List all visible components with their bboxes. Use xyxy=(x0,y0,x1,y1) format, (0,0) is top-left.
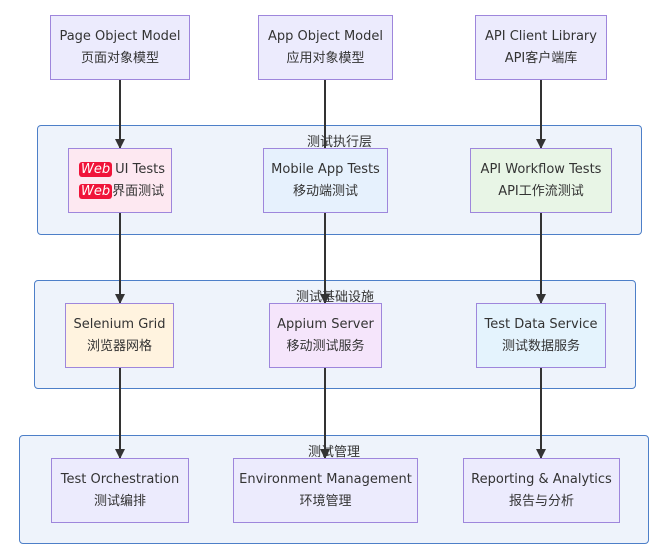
test-orchestration-node: Test Orchestration 测试编排 xyxy=(51,458,189,523)
appium-server-node: Appium Server 移动测试服务 xyxy=(269,303,382,368)
page-object-model-title: Page Object Model xyxy=(59,28,181,44)
test-orchestration-title: Test Orchestration xyxy=(60,471,180,487)
test-data-service-node: Test Data Service 测试数据服务 xyxy=(476,303,606,368)
api-client-library-subtitle: API客户端库 xyxy=(504,50,578,66)
reporting-analytics-node: Reporting & Analytics 报告与分析 xyxy=(463,458,620,523)
web-ui-tests-subtitle: 界面测试 xyxy=(112,183,165,199)
test-data-service-title: Test Data Service xyxy=(484,316,598,332)
api-workflow-tests-node: API Workflow Tests API工作流测试 xyxy=(470,148,612,213)
appium-server-subtitle: 移动测试服务 xyxy=(286,338,365,354)
web-ui-tests-title: UI Tests xyxy=(115,161,165,177)
environment-management-subtitle: 环境管理 xyxy=(299,493,352,509)
selenium-grid-subtitle: 浏览器网格 xyxy=(86,338,152,354)
appium-server-title: Appium Server xyxy=(277,316,374,332)
test-data-service-subtitle: 测试数据服务 xyxy=(501,338,580,354)
page-object-model-node: Page Object Model 页面对象模型 xyxy=(50,15,190,80)
environment-management-title: Environment Management xyxy=(239,471,412,487)
app-object-model-title: App Object Model xyxy=(267,28,384,44)
web-tag-label-2: Web xyxy=(79,183,113,199)
web-tag-label: Web xyxy=(79,161,113,177)
api-client-library-title: API Client Library xyxy=(485,28,597,44)
selenium-grid-node: Selenium Grid 浏览器网格 xyxy=(65,303,174,368)
app-object-model-subtitle: 应用对象模型 xyxy=(286,50,365,66)
selenium-grid-title: Selenium Grid xyxy=(73,316,166,332)
mobile-app-tests-node: Mobile App Tests 移动端测试 xyxy=(263,148,388,213)
page-object-model-subtitle: 页面对象模型 xyxy=(80,50,159,66)
mobile-app-tests-title: Mobile App Tests xyxy=(271,161,380,177)
reporting-analytics-subtitle: 报告与分析 xyxy=(508,493,574,509)
api-client-library-node: API Client Library API客户端库 xyxy=(475,15,607,80)
infra-layer-title: 测试基础设施 xyxy=(295,290,374,305)
api-workflow-tests-subtitle: API工作流测试 xyxy=(498,183,584,199)
exec-layer-title: 测试执行层 xyxy=(306,135,372,150)
test-orchestration-subtitle: 测试编排 xyxy=(93,493,146,509)
reporting-analytics-title: Reporting & Analytics xyxy=(471,471,612,487)
api-workflow-tests-title: API Workflow Tests xyxy=(480,161,602,177)
app-object-model-node: App Object Model 应用对象模型 xyxy=(258,15,393,80)
environment-management-node: Environment Management 环境管理 xyxy=(233,458,418,523)
mobile-app-tests-subtitle: 移动端测试 xyxy=(292,183,358,199)
